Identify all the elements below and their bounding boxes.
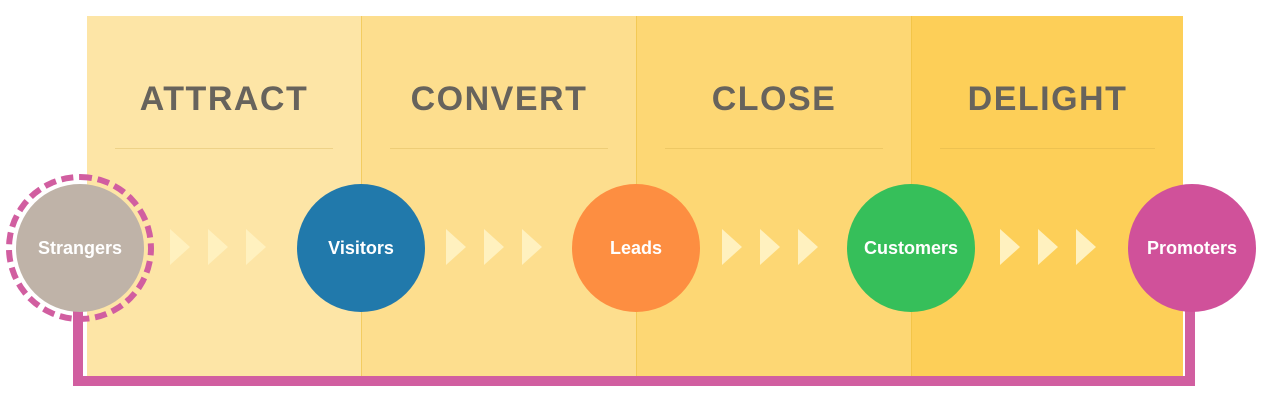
chevron-right-icon	[760, 229, 780, 265]
stage-divider-line	[665, 148, 883, 149]
node-label: Customers	[863, 237, 959, 258]
node-label: Leads	[609, 237, 663, 258]
chevron-right-icon	[798, 229, 818, 265]
chevron-right-icon	[446, 229, 466, 265]
node-leads: Leads	[572, 184, 700, 312]
stage-close: CLOSE	[636, 16, 911, 376]
stage-title: ATTRACT	[139, 80, 309, 118]
node-visitors: Visitors	[297, 184, 425, 312]
stage-divider-line	[940, 148, 1155, 149]
node-label: Promoters	[1146, 237, 1238, 258]
node-label: Strangers	[37, 237, 123, 258]
loop-line-bottom	[73, 376, 1195, 386]
loop-line-left	[73, 300, 83, 386]
chevron-right-icon	[246, 229, 266, 265]
stage-divider-line	[390, 148, 608, 149]
chevron-right-icon	[170, 229, 190, 265]
strangers-dashed-ring	[6, 174, 154, 322]
stage-title: CONVERT	[410, 80, 588, 118]
node-promoters: Promoters	[1128, 184, 1256, 312]
chevron-right-icon	[522, 229, 542, 265]
stage-convert: CONVERT	[361, 16, 636, 376]
loop-line-right	[1185, 300, 1195, 386]
node-label: Visitors	[328, 237, 394, 258]
chevron-right-icon	[722, 229, 742, 265]
node-customers: Customers	[847, 184, 975, 312]
chevron-right-icon	[484, 229, 504, 265]
stage-title: CLOSE	[711, 80, 837, 118]
stage-title: DELIGHT	[967, 80, 1128, 118]
chevron-right-icon	[1038, 229, 1058, 265]
node-strangers: Strangers	[16, 184, 144, 312]
chevron-right-icon	[1000, 229, 1020, 265]
stage-delight: DELIGHT	[911, 16, 1183, 376]
chevron-right-icon	[1076, 229, 1096, 265]
chevron-right-icon	[208, 229, 228, 265]
stage-divider-line	[115, 148, 333, 149]
